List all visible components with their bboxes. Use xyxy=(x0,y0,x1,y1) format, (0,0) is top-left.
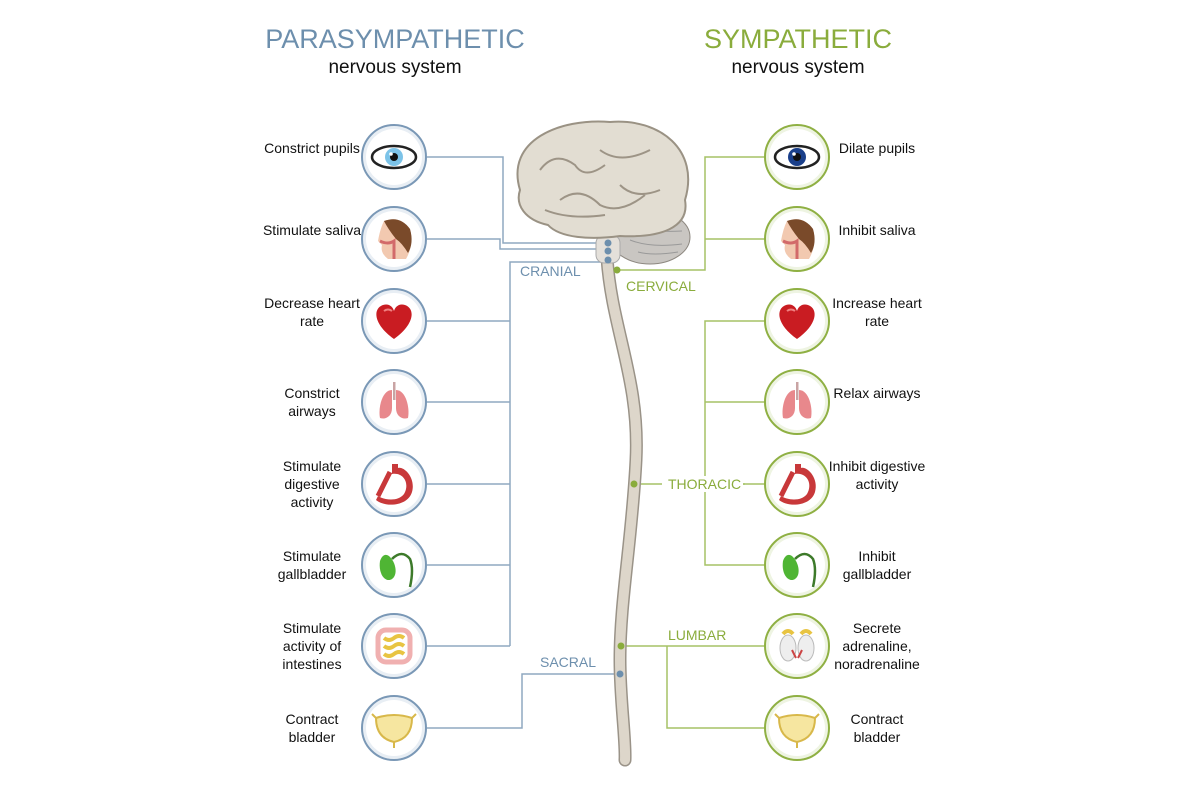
parasympathetic-effect-label: Stimulate gallbladder xyxy=(277,548,347,582)
sympathetic-title: SYMPATHETIC xyxy=(703,24,892,54)
parasympathetic-effect-label: Contract bladder xyxy=(285,711,339,745)
parasympathetic-heart-circle xyxy=(361,288,427,354)
lumbar-label: LUMBAR xyxy=(668,627,727,643)
adrenal-gland-icon xyxy=(779,629,815,662)
parasympathetic-head-saliva-circle xyxy=(361,206,427,272)
sympathetic-bladder-circle xyxy=(764,695,830,761)
heart-icon xyxy=(779,304,815,339)
parasympathetic-lungs-circle xyxy=(361,369,427,435)
parasympathetic-gallbladder-circle xyxy=(361,532,427,598)
parasympathetic-effect-label: Constrict airways xyxy=(284,385,340,419)
sympathetic-effect-label: Inhibit digestive activity xyxy=(828,458,926,492)
heart-icon xyxy=(376,304,412,339)
parasympathetic-effect-label: Stimulate activity of intestines xyxy=(282,620,342,672)
eye-icon xyxy=(370,144,418,170)
parasympathetic-effect-label: Constrict pupils xyxy=(264,140,360,156)
lungs-icon xyxy=(782,382,812,419)
sympathetic-effect-label: Inhibit saliva xyxy=(838,222,916,238)
parasympathetic-intestines-circle xyxy=(361,613,427,679)
sympathetic-adrenal-gland-circle xyxy=(764,613,830,679)
sympathetic-effect-label: Increase heart rate xyxy=(832,295,922,329)
eye-icon xyxy=(773,144,821,170)
sympathetic-heart-circle xyxy=(764,288,830,354)
parasympathetic-eye-circle xyxy=(361,124,427,190)
parasympathetic-connectors xyxy=(427,156,620,729)
sympathetic-effect-label: Dilate pupils xyxy=(838,140,916,156)
sympathetic-subtitle: nervous system xyxy=(731,57,865,78)
sympathetic-header: SYMPATHETIC nervous system xyxy=(638,24,958,79)
parasympathetic-effect-label: Stimulate digestive activity xyxy=(282,458,342,510)
sympathetic-gallbladder-circle xyxy=(764,532,830,598)
stomach-icon xyxy=(778,464,816,505)
sympathetic-stomach-circle xyxy=(764,451,830,517)
thoracic-label: THORACIC xyxy=(666,476,744,492)
sympathetic-effect-label: Secrete adrenaline, noradrenaline xyxy=(834,620,920,672)
nerve-dots xyxy=(604,239,638,678)
lungs-icon xyxy=(379,382,409,419)
parasympathetic-subtitle: nervous system xyxy=(328,57,462,78)
parasympathetic-stomach-circle xyxy=(361,451,427,517)
intestines-icon xyxy=(375,627,413,665)
sympathetic-effect-label: Contract bladder xyxy=(850,711,904,745)
sympathetic-head-saliva-circle xyxy=(764,206,830,272)
stomach-icon xyxy=(375,464,413,505)
head-saliva-icon xyxy=(781,219,815,259)
parasympathetic-effect-label: Stimulate saliva xyxy=(262,222,362,238)
cranial-label: CRANIAL xyxy=(520,263,581,279)
parasympathetic-bladder-circle xyxy=(361,695,427,761)
parasympathetic-title: PARASYMPATHETIC xyxy=(265,24,525,54)
gallbladder-icon xyxy=(379,552,414,588)
sympathetic-effect-label: Relax airways xyxy=(833,385,921,401)
sympathetic-eye-circle xyxy=(764,124,830,190)
sympathetic-lungs-circle xyxy=(764,369,830,435)
sacral-label: SACRAL xyxy=(540,654,597,670)
gallbladder-icon xyxy=(782,552,817,588)
cervical-label: CERVICAL xyxy=(626,278,696,294)
bladder-icon xyxy=(371,713,417,748)
head-saliva-icon xyxy=(378,219,412,259)
bladder-icon xyxy=(774,713,820,748)
parasympathetic-header: PARASYMPATHETIC nervous system xyxy=(235,24,555,79)
parasympathetic-effect-label: Decrease heart rate xyxy=(264,295,360,329)
sympathetic-effect-label: Inhibit gallbladder xyxy=(842,548,912,582)
